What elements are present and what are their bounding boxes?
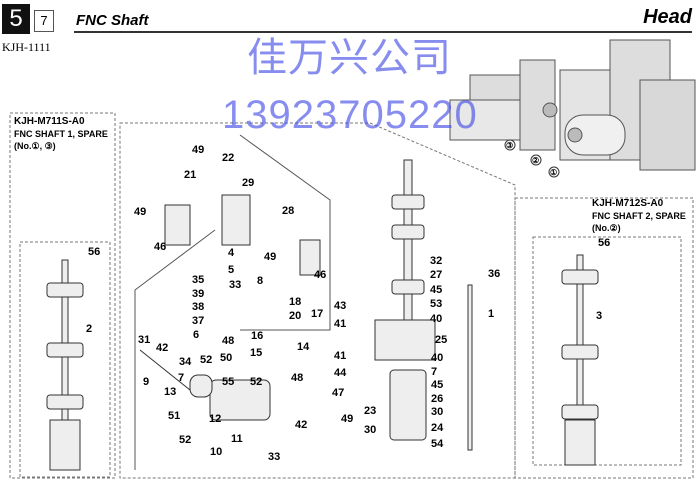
- part-callout: 52: [179, 434, 192, 446]
- part-callout: 46: [314, 269, 327, 281]
- part-callout: 16: [251, 330, 264, 342]
- part-callout: 55: [222, 376, 235, 388]
- part-callout: 49: [192, 144, 205, 156]
- part-callout: 56: [598, 237, 611, 249]
- category-title: Head: [643, 6, 692, 28]
- watermark-company: 佳万兴公司: [247, 36, 452, 80]
- part-callout: 11: [231, 433, 243, 445]
- kit-boundaries: [9, 112, 694, 479]
- part-callout: 42: [156, 342, 169, 354]
- part-callout: 27: [430, 269, 443, 281]
- part-callout: 47: [332, 387, 345, 399]
- part-callout: 31: [138, 334, 151, 346]
- part-callout: 7: [431, 366, 438, 378]
- part-callout: 3: [596, 310, 603, 322]
- kit-name: FNC SHAFT 2, SPARE: [592, 211, 686, 221]
- part-callout: 13: [164, 386, 177, 398]
- part-callout: 42: [295, 419, 308, 431]
- kit-part-number: KJH-M711S-A0: [14, 116, 85, 127]
- part-callout: 12: [209, 413, 222, 425]
- part-callout: 45: [430, 284, 443, 296]
- part-callout: 52: [250, 376, 263, 388]
- part-callout: 49: [134, 206, 147, 218]
- part-callout: 7: [178, 372, 185, 384]
- part-callout: 23: [364, 405, 377, 417]
- part-callout: 15: [250, 347, 263, 359]
- overview-marker: ①: [550, 168, 558, 177]
- overview-marker: ③: [506, 141, 514, 150]
- part-callout: 50: [220, 352, 233, 364]
- page-title: FNC Shaft: [76, 12, 149, 29]
- part-callout: 40: [430, 313, 443, 325]
- part-callout: 49: [264, 251, 277, 263]
- overview-marker: ②: [532, 156, 540, 165]
- part-callout: 24: [431, 422, 444, 434]
- part-callout: 33: [268, 451, 281, 463]
- part-callout: 36: [488, 268, 501, 280]
- part-callout: 40: [431, 352, 444, 364]
- part-callout: 22: [222, 152, 235, 164]
- part-callout: 18: [289, 296, 302, 308]
- part-callout: 1: [488, 308, 495, 320]
- part-callout: 30: [364, 424, 377, 436]
- part-callout: 21: [184, 169, 197, 181]
- part-callout: 54: [431, 438, 444, 450]
- part-callout: 48: [222, 335, 235, 347]
- part-callout: 34: [179, 356, 192, 368]
- part-callout: 53: [430, 298, 443, 310]
- part-callout: 39: [192, 288, 205, 300]
- part-callout: 26: [431, 393, 444, 405]
- part-callout: 9: [143, 376, 150, 388]
- overview-photo: [449, 39, 696, 171]
- part-callout: 20: [289, 310, 302, 322]
- part-callout: 28: [282, 205, 295, 217]
- part-callout: 17: [311, 308, 324, 320]
- part-callout: 30: [431, 406, 444, 418]
- kit-applies-to: (No.①, ③): [14, 141, 56, 151]
- part-callout: 38: [192, 301, 205, 313]
- part-callout: 25: [435, 334, 448, 346]
- part-callout: 49: [341, 413, 354, 425]
- part-callout: 52: [200, 354, 213, 366]
- part-callout: 44: [334, 367, 347, 379]
- part-callout: 4: [228, 247, 235, 259]
- part-callout: 10: [210, 446, 223, 458]
- part-callout: 46: [154, 241, 167, 253]
- part-callout: 6: [193, 329, 200, 341]
- model-code: KJH-1111: [2, 40, 51, 54]
- kit-label-shaft-1: KJH-M711S-A0 FNC SHAFT 1, SPARE (No.①, ③…: [14, 116, 108, 152]
- part-callout: 29: [242, 177, 255, 189]
- part-callout: 32: [430, 255, 443, 267]
- part-callout: 37: [192, 315, 205, 327]
- watermark-phone: 13923705220: [222, 93, 478, 137]
- shaft-drawings: [46, 159, 599, 471]
- kit-applies-to: (No.②): [592, 223, 621, 233]
- part-callout: 8: [257, 275, 264, 287]
- section-number: 5: [2, 4, 30, 34]
- part-callout: 41: [334, 350, 347, 362]
- part-callout: 5: [228, 264, 235, 276]
- part-callout: 2: [86, 323, 93, 335]
- part-callout: 45: [431, 379, 444, 391]
- part-callout: 33: [229, 279, 242, 291]
- header-rule: [74, 31, 692, 33]
- part-callout: 56: [88, 246, 101, 258]
- kit-name: FNC SHAFT 1, SPARE: [14, 129, 108, 139]
- part-callout: 48: [291, 372, 304, 384]
- kit-label-shaft-2: KJH-M712S-A0 FNC SHAFT 2, SPARE (No.②): [592, 198, 686, 234]
- subsection-number: 7: [34, 10, 54, 32]
- part-callout: 41: [334, 318, 347, 330]
- part-callout: 35: [192, 274, 205, 286]
- part-callout: 14: [297, 341, 310, 353]
- part-callout: 43: [334, 300, 347, 312]
- kit-part-number: KJH-M712S-A0: [592, 198, 664, 209]
- part-callout: 51: [168, 410, 181, 422]
